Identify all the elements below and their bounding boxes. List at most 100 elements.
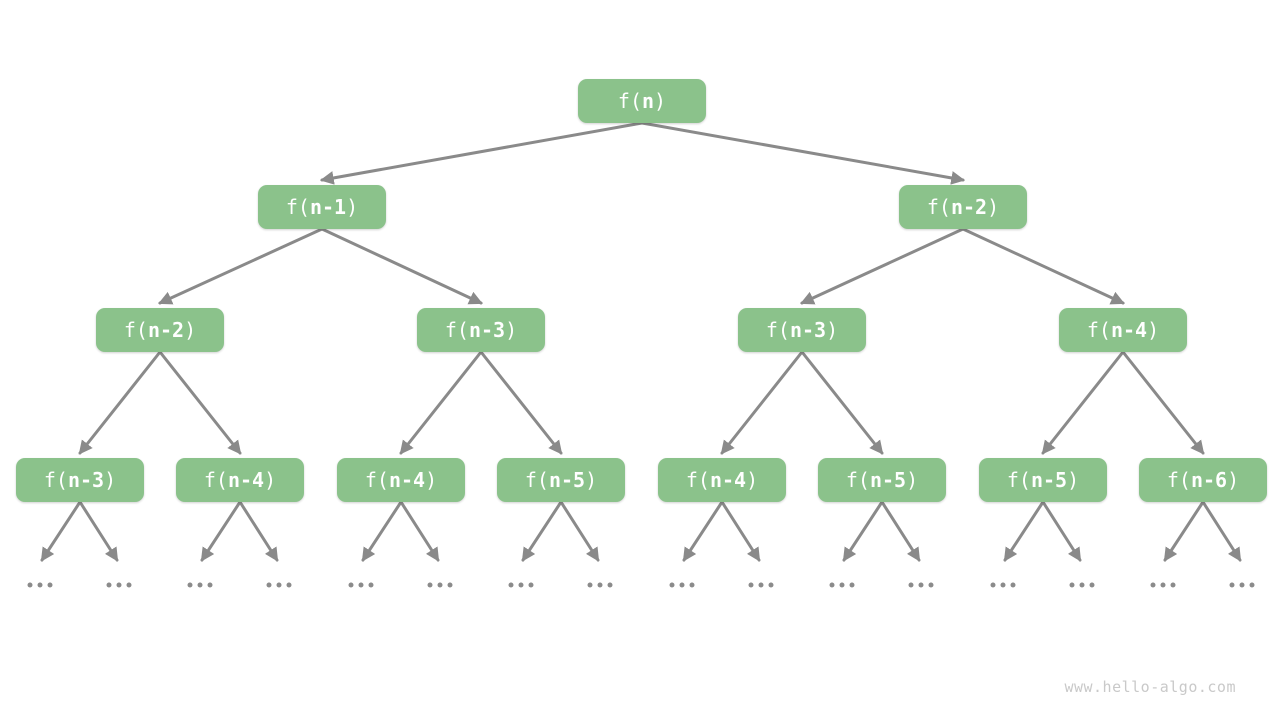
node-label-prefix: f(	[1086, 318, 1111, 342]
node-label-prefix: f(	[1006, 468, 1031, 492]
ellipsis-dot	[116, 582, 122, 588]
node-label-prefix: f(	[685, 468, 710, 492]
ellipsis-dot	[27, 582, 33, 588]
tree-edge	[361, 500, 403, 562]
ellipsis-dot	[748, 582, 754, 588]
tree-edge	[961, 227, 1125, 305]
ellipsis-dot	[1229, 582, 1235, 588]
ellipsis-dot	[1170, 582, 1176, 588]
ellipsis-dot	[126, 582, 132, 588]
tree-node-f-n-3-l4: f(n-3)	[16, 458, 144, 502]
ellipsis-dot	[918, 582, 924, 588]
ellipsis-dot	[607, 582, 613, 588]
node-label-suffix: )	[264, 468, 277, 492]
node-label-suffix: )	[585, 468, 598, 492]
node-label-suffix: )	[346, 195, 359, 219]
leaf-ellipsis	[829, 582, 855, 588]
ellipsis-dot	[508, 582, 514, 588]
node-label-prefix: f(	[203, 468, 228, 492]
node-label-suffix: )	[987, 195, 1000, 219]
tree-edge	[720, 500, 761, 562]
tree-edge	[682, 500, 724, 562]
node-label-suffix: )	[826, 318, 839, 342]
ellipsis-dot	[1079, 582, 1085, 588]
ellipsis-dot	[37, 582, 43, 588]
tree-edge	[640, 121, 966, 185]
node-label-argument: n-2	[950, 195, 988, 219]
node-label-argument: n-6	[1190, 468, 1228, 492]
ellipsis-dot	[689, 582, 695, 588]
tree-node-f-n-2: f(n-2)	[899, 185, 1027, 229]
tree-edge	[521, 500, 563, 562]
leaf-ellipsis	[266, 582, 292, 588]
node-label-prefix: f(	[926, 195, 951, 219]
tree-edge	[78, 350, 162, 455]
tree-edge	[320, 227, 483, 305]
leaf-ellipsis	[508, 582, 534, 588]
ellipsis-dot	[1000, 582, 1006, 588]
leaf-ellipsis	[27, 582, 53, 588]
node-label-argument: n-4	[709, 468, 747, 492]
tree-edge	[158, 350, 242, 455]
tree-node-f-n-5-l4a: f(n-5)	[497, 458, 625, 502]
node-label-suffix: )	[906, 468, 919, 492]
leaf-ellipsis	[669, 582, 695, 588]
leaf-ellipsis	[990, 582, 1016, 588]
tree-edge	[720, 350, 804, 455]
ellipsis-dot	[286, 582, 292, 588]
leaf-ellipsis	[748, 582, 774, 588]
node-label-argument: n-1	[309, 195, 347, 219]
node-label-prefix: f(	[1166, 468, 1191, 492]
tree-edge	[200, 500, 242, 562]
ellipsis-dot	[587, 582, 593, 588]
node-label-prefix: f(	[765, 318, 790, 342]
ellipsis-dot	[518, 582, 524, 588]
tree-node-f-n-5-l4b: f(n-5)	[818, 458, 946, 502]
node-label-argument: n-3	[789, 318, 827, 342]
tree-edge	[399, 500, 440, 562]
node-label-prefix: f(	[123, 318, 148, 342]
ellipsis-dot	[427, 582, 433, 588]
ellipsis-dot	[266, 582, 272, 588]
leaf-ellipsis	[908, 582, 934, 588]
tree-edge	[1163, 500, 1205, 562]
ellipsis-dot	[358, 582, 364, 588]
node-label-argument: n-5	[1030, 468, 1068, 492]
tree-edge	[1041, 350, 1125, 455]
tree-edge	[1041, 500, 1082, 562]
node-label-suffix: )	[1147, 318, 1160, 342]
ellipsis-dot	[447, 582, 453, 588]
leaf-ellipsis	[106, 582, 132, 588]
node-label-prefix: f(	[845, 468, 870, 492]
tree-edge	[842, 500, 884, 562]
ellipsis-dot	[106, 582, 112, 588]
tree-edge	[238, 500, 279, 562]
tree-edge	[800, 350, 884, 455]
ellipsis-dot	[1239, 582, 1245, 588]
node-label-argument: n	[642, 89, 655, 113]
ellipsis-dot	[928, 582, 934, 588]
tree-node-f-n-3-l3a: f(n-3)	[417, 308, 545, 352]
ellipsis-dot	[348, 582, 354, 588]
node-label-prefix: f(	[617, 89, 642, 113]
tree-node-f-n-6-l4: f(n-6)	[1139, 458, 1267, 502]
node-label-argument: n-5	[548, 468, 586, 492]
node-label-suffix: )	[505, 318, 518, 342]
node-label-suffix: )	[104, 468, 117, 492]
ellipsis-dot	[597, 582, 603, 588]
tree-edge	[559, 500, 600, 562]
leaf-ellipsis	[348, 582, 374, 588]
node-label-suffix: )	[1067, 468, 1080, 492]
node-label-prefix: f(	[43, 468, 68, 492]
tree-edge	[1201, 500, 1242, 562]
tree-node-f-n: f(n)	[578, 79, 706, 123]
node-label-prefix: f(	[285, 195, 310, 219]
node-label-prefix: f(	[524, 468, 549, 492]
tree-node-f-n-5-l4c: f(n-5)	[979, 458, 1107, 502]
tree-edge	[78, 500, 119, 562]
tree-node-f-n-1: f(n-1)	[258, 185, 386, 229]
ellipsis-dot	[207, 582, 213, 588]
node-label-prefix: f(	[364, 468, 389, 492]
